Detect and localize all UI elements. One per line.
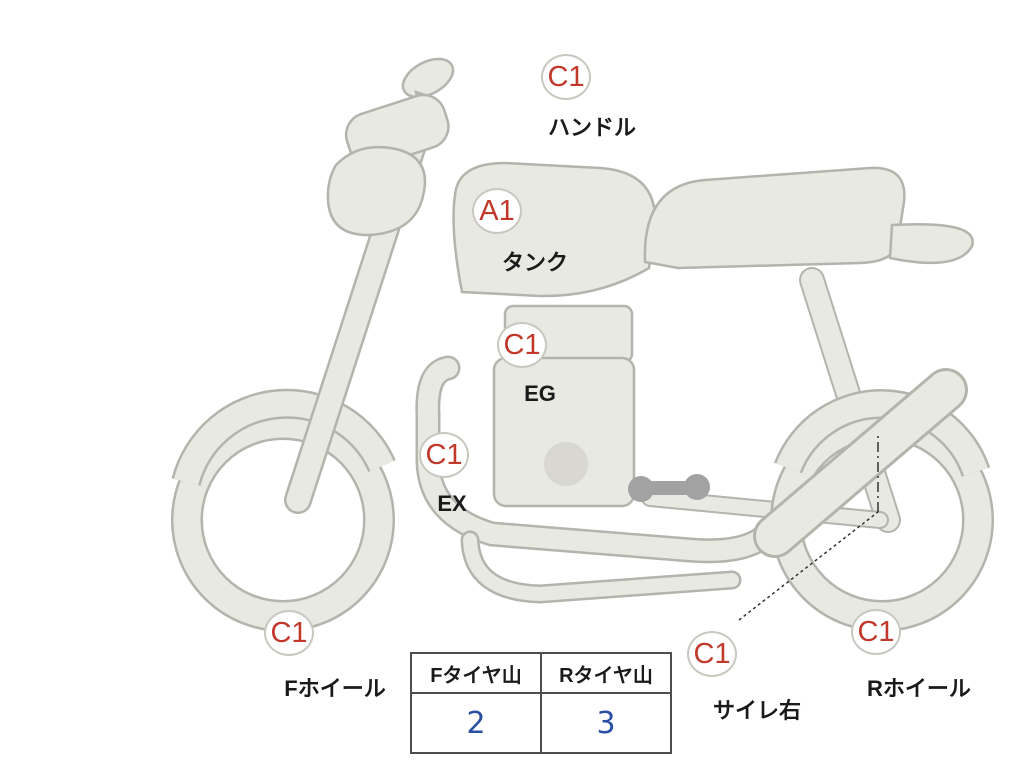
rear-tire-header: Rタイヤ山: [540, 652, 672, 694]
marker-label-exhaust: EX: [437, 491, 467, 516]
grade-badge-rear-wheel: C1: [851, 609, 901, 655]
front-tire-header: Fタイヤ山: [410, 652, 542, 694]
marker-label-engine: EG: [524, 381, 556, 406]
marker-label-front-wheel: Fホイール: [284, 676, 386, 701]
marker-label-rear-wheel: Rホイール: [867, 676, 971, 701]
marker-label-silencer-right: サイレ右: [712, 698, 801, 723]
marker-label-tank: タンク: [501, 250, 568, 275]
grade-badge-tank: A1: [472, 188, 522, 234]
marker-label-handle: ハンドル: [547, 115, 636, 140]
grade-badge-engine: C1: [497, 322, 547, 368]
grade-badge-front-wheel: C1: [264, 610, 314, 656]
grade-badge-silencer-right: C1: [687, 631, 737, 677]
front-tire-value: 2: [410, 692, 542, 754]
grade-badge-exhaust: C1: [419, 432, 469, 478]
rear-tire-value: 3: [540, 692, 672, 754]
grade-badge-handle: C1: [541, 54, 591, 100]
tire-tread-table: Fタイヤ山 Rタイヤ山 2 3: [410, 652, 672, 754]
footpeg-shape: [628, 474, 710, 502]
